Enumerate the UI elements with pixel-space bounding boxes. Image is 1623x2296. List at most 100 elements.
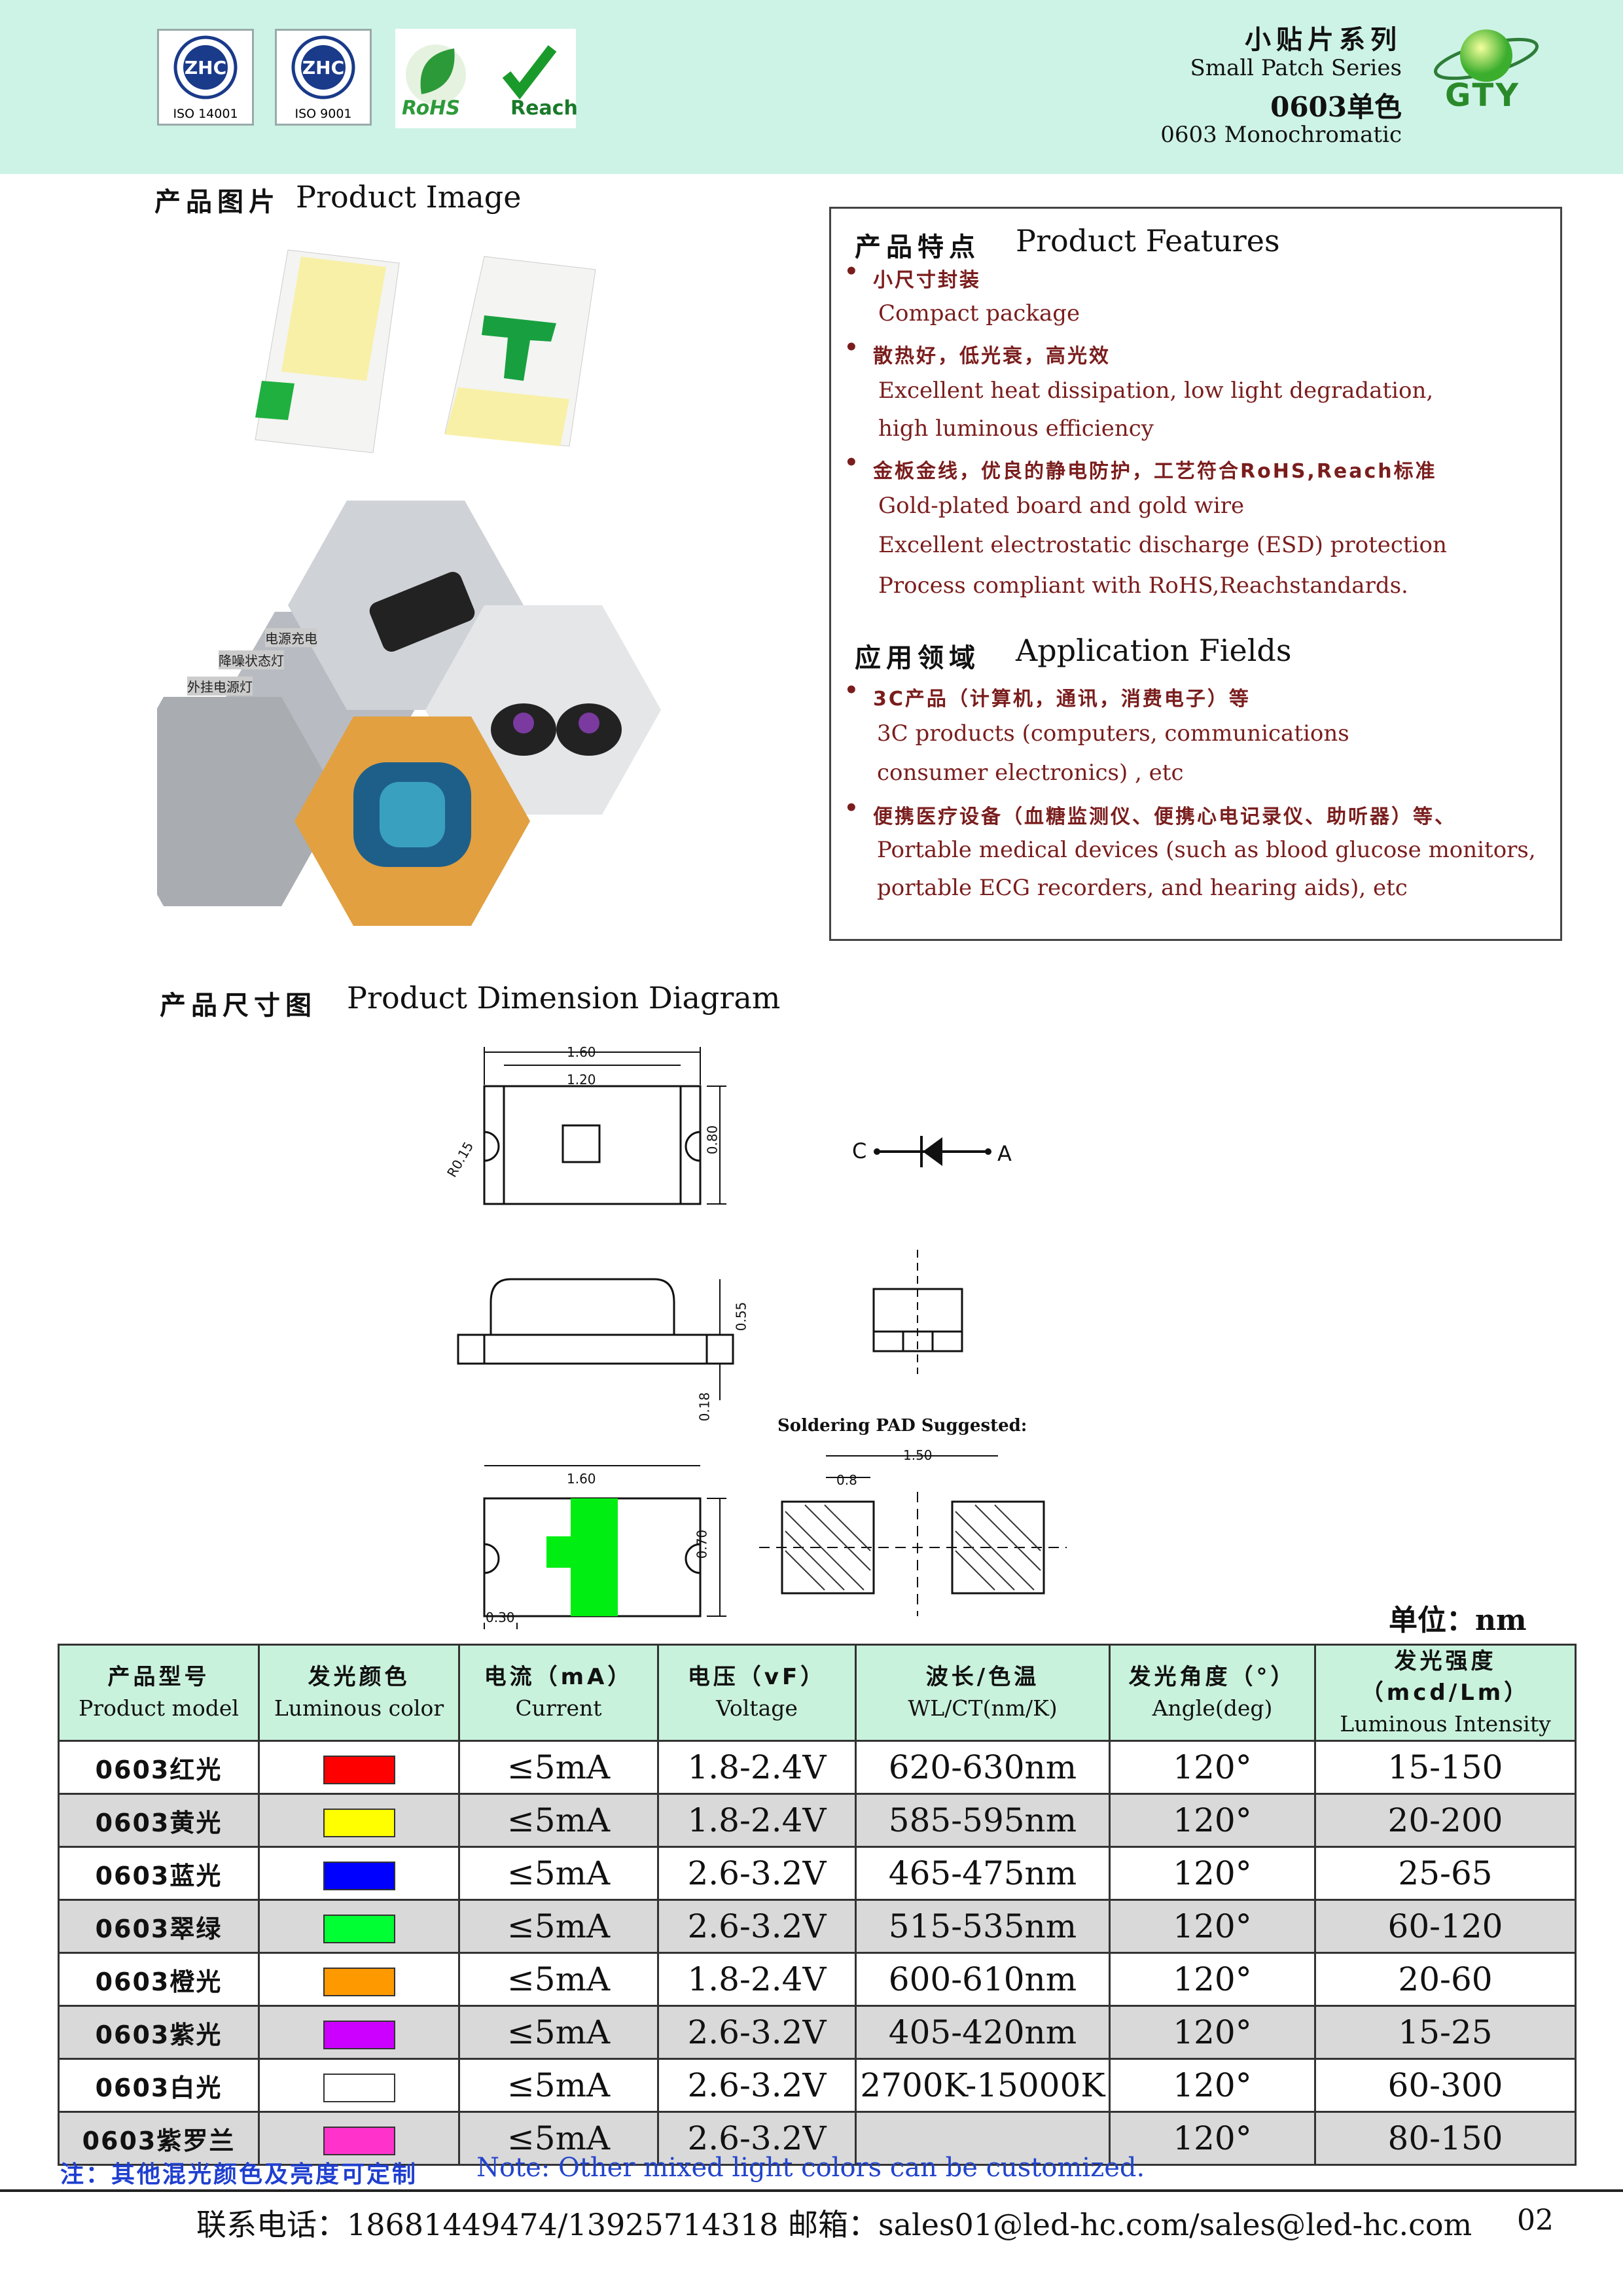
feature-zh: 小尺寸封装 <box>873 269 981 292</box>
feature-en: Excellent heat dissipation, low light de… <box>878 378 1434 404</box>
model-cell: 0603白光 <box>58 2058 260 2113</box>
intensity-cell: 20-200 <box>1314 1793 1577 1848</box>
cert-label: ISO 9001 <box>294 107 352 121</box>
wavelength-cell: 620-630nm <box>855 1740 1111 1795</box>
color-swatch <box>323 2127 395 2155</box>
angle-cell: 120° <box>1109 1740 1316 1795</box>
wavelength-cell: 585-595nm <box>855 1793 1111 1848</box>
column-header: 发光角度（°）Angle(deg) <box>1109 1644 1316 1742</box>
app-zh: 便携医疗设备（血糖监测仪、便携心电记录仪、助听器）等、 <box>873 805 1456 828</box>
cert-label: ISO 14001 <box>173 107 238 121</box>
iso9001-cert-logo: ZHC ISO 9001 <box>275 29 372 126</box>
wavelength-cell: 465-475nm <box>855 1846 1111 1901</box>
anode-label: A <box>997 1141 1012 1166</box>
features-title-en: Product Features <box>1016 223 1280 258</box>
bullet-dot: • <box>844 334 859 361</box>
column-header: 电压（vF）Voltage <box>657 1644 857 1742</box>
bullet-dot: • <box>844 677 859 703</box>
color-swatch <box>323 1915 395 1943</box>
color-swatch <box>323 1968 395 1996</box>
intensity-cell: 60-300 <box>1314 2058 1577 2113</box>
gty-logo: GTY <box>1431 20 1542 114</box>
bullet-dot: • <box>844 795 859 821</box>
angle-cell: 120° <box>1109 1952 1316 2007</box>
feature-en: Process compliant with RoHS,Reachstandar… <box>878 573 1408 599</box>
app-title-zh: 应用领域 <box>855 643 980 673</box>
angle-cell: 120° <box>1109 2005 1316 2060</box>
intensity-cell: 20-60 <box>1314 1952 1577 2007</box>
wavelength-cell: 515-535nm <box>855 1899 1111 1954</box>
color-swatch <box>323 1756 395 1784</box>
color-swatch-cell <box>258 1846 460 1901</box>
current-cell: ≤5mA <box>458 2111 659 2166</box>
dimension-section-zh: 产品尺寸图 <box>160 991 317 1021</box>
green-pad-mark <box>571 1498 618 1616</box>
footer-contact: 联系电话：18681449474/13925714318 邮箱：sales01@… <box>196 2207 1472 2242</box>
color-swatch-cell <box>258 2005 460 2060</box>
voltage-cell: 1.8-2.4V <box>657 1740 857 1795</box>
page-number: 02 <box>1517 2204 1554 2237</box>
app-zh: 3C产品（计算机，通讯，消费电子）等 <box>873 688 1251 711</box>
column-header: 发光强度（mcd/Lm）Luminous Intensity <box>1314 1644 1577 1742</box>
app-en: portable ECG recorders, and hearing aids… <box>877 875 1408 901</box>
series-en: Small Patch Series <box>1190 55 1402 81</box>
model-cell: 0603紫罗兰 <box>58 2111 260 2166</box>
wavelength-cell: 2700K-15000K <box>855 2058 1111 2113</box>
unit-label: 单位：nm <box>1389 1604 1527 1637</box>
app-en: Portable medical devices (such as blood … <box>877 837 1536 863</box>
dim-label: 1.60 <box>567 1471 596 1487</box>
feature-en: high luminous efficiency <box>878 415 1154 442</box>
voltage-cell: 2.6-3.2V <box>657 1899 857 1954</box>
angle-cell: 120° <box>1109 2058 1316 2113</box>
angle-cell: 120° <box>1109 1899 1316 1954</box>
voltage-cell: 2.6-3.2V <box>657 2111 857 2166</box>
feature-en: Compact package <box>878 300 1080 327</box>
note-en: Note: Other mixed light colors can be cu… <box>476 2153 1145 2183</box>
rohs-reach-logo: RoHS Reach <box>395 29 578 128</box>
dim-label: 1.50 <box>903 1447 933 1463</box>
intensity-cell: 80-150 <box>1314 2111 1577 2166</box>
intensity-cell: 15-150 <box>1314 1740 1577 1795</box>
voltage-cell: 1.8-2.4V <box>657 1793 857 1848</box>
dim-label: 0.30 <box>486 1610 515 1625</box>
model-en: 0603 Monochromatic <box>1160 122 1402 148</box>
app-en: 3C products (computers, communications <box>877 720 1349 747</box>
color-swatch <box>323 2074 395 2102</box>
features-title-zh: 产品特点 <box>855 232 980 262</box>
angle-cell: 120° <box>1109 1793 1316 1848</box>
led-chip-photo <box>255 249 596 453</box>
current-cell: ≤5mA <box>458 1740 659 1795</box>
angle-cell: 120° <box>1109 1846 1316 1901</box>
model-cell: 0603红光 <box>58 1740 260 1795</box>
voltage-cell: 2.6-3.2V <box>657 2058 857 2113</box>
features-box: 产品特点 Product Features • 小尺寸封装 Compact pa… <box>829 207 1562 941</box>
dim-label: 0.80 <box>704 1125 721 1155</box>
footer-rule <box>0 2189 1623 2192</box>
feature-en: Excellent electrostatic discharge (ESD) … <box>878 532 1447 558</box>
voltage-cell: 1.8-2.4V <box>657 1952 857 2007</box>
color-swatch-cell <box>258 1793 460 1848</box>
intensity-cell: 15-25 <box>1314 2005 1577 2060</box>
dimension-section-en: Product Dimension Diagram <box>347 980 781 1016</box>
application-hexagon-collage <box>157 501 661 926</box>
color-swatch <box>323 2021 395 2049</box>
color-swatch-cell <box>258 2111 460 2166</box>
angle-cell: 120° <box>1109 2111 1316 2166</box>
feature-en: Gold-plated board and gold wire <box>878 493 1245 519</box>
color-swatch <box>323 1809 395 1837</box>
dim-label: 0.70 <box>694 1529 710 1559</box>
header-band: ZHC ISO 14001 ZHC ISO 9001 RoHS Reach 小贴… <box>0 0 1623 174</box>
color-swatch-cell <box>258 1899 460 1954</box>
voltage-cell: 2.6-3.2V <box>657 1846 857 1901</box>
series-zh: 小贴片系列 <box>1245 25 1402 55</box>
current-cell: ≤5mA <box>458 1952 659 2007</box>
app-title-en: Application Fields <box>1016 633 1292 668</box>
